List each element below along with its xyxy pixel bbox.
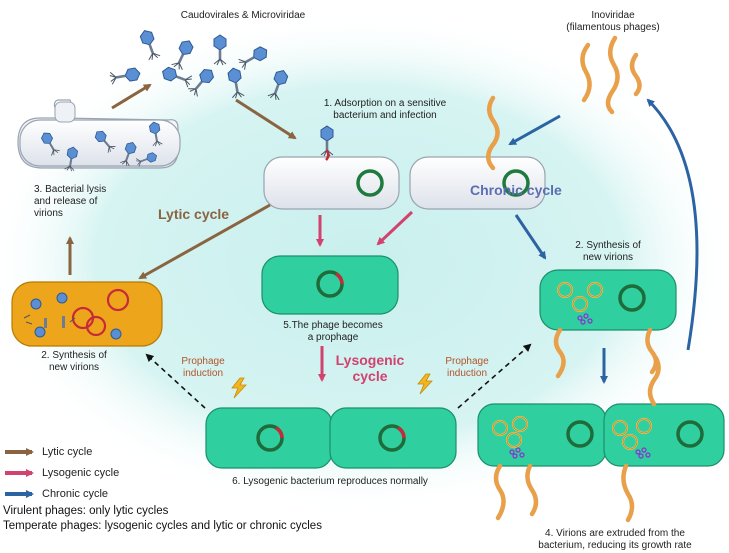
chronic-cycle-label: Chronic cycle bbox=[470, 182, 562, 198]
extruded-label: 4. Virions are extruded from the bacteri… bbox=[510, 528, 720, 552]
arrow-lytic-lysis-to-cluster bbox=[111, 83, 152, 110]
legend bbox=[5, 448, 34, 498]
arrow-chronic-filaments-to-cell bbox=[508, 114, 561, 146]
induction-right-label-line2: induction bbox=[446, 368, 488, 379]
legend-chronic-label: Chronic cycle bbox=[42, 488, 109, 500]
inoviridae-label: Inoviridae (filamentous phages) bbox=[548, 10, 678, 34]
induction-right-label-line1: Prophage bbox=[445, 356, 489, 367]
legend-lysogenic-label: Lysogenic cycle bbox=[42, 467, 120, 479]
induction-left-label-line1: Prophage bbox=[181, 356, 225, 367]
filamentous-phages bbox=[580, 35, 642, 115]
arrow-lysogenic-right bbox=[376, 210, 414, 246]
legend-lytic-label: Lytic cycle bbox=[42, 446, 93, 458]
arrow-lytic-cluster-to-infection bbox=[235, 98, 297, 140]
lysogenic-cycle-label: Lysogenic cycle bbox=[330, 352, 410, 384]
lysis-label-line2: and release of bbox=[34, 196, 98, 207]
lytic-cycle-label: Lytic cycle bbox=[158, 206, 230, 222]
arrow-chronic-extrusion-to-filaments bbox=[646, 98, 699, 351]
infected-bacterium bbox=[263, 125, 400, 210]
arrow-induction-right bbox=[457, 343, 532, 409]
lysing-bacterium bbox=[17, 99, 181, 172]
extruded-label-line2: bacterium, reducing its growth rate bbox=[538, 540, 692, 551]
induction-left-label: Prophage induction bbox=[168, 356, 238, 380]
virulent-note: Virulent phages: only lytic cycles bbox=[3, 505, 169, 517]
dividing-lysogens bbox=[205, 407, 457, 469]
reproduces-label: 6. Lysogenic bacterium reproduces normal… bbox=[232, 476, 428, 487]
arrow-chronic-cell-to-synthesis bbox=[514, 214, 547, 260]
prophage-label-line1: 5.The phage becomes bbox=[283, 320, 383, 331]
prophage-label-line2: a prophage bbox=[307, 332, 359, 343]
adsorption-label: 1. Adsorption on a sensitive bacterium a… bbox=[290, 98, 480, 122]
extruded-label-line1: 4. Virions are extruded from the bbox=[545, 528, 685, 539]
lytic-synthesis-bacterium bbox=[11, 281, 163, 347]
synthesis-left-label-line1: 2. Synthesis of bbox=[41, 350, 107, 361]
caudovirales-label: Caudovirales & Microviridae bbox=[180, 10, 306, 21]
inoviridae-label-line1: Inoviridae bbox=[591, 10, 635, 21]
lysis-label: 3. Bacterial lysis and release of virion… bbox=[34, 184, 106, 220]
lysis-label-line3: virions bbox=[34, 208, 63, 219]
lysis-label-line1: 3. Bacterial lysis bbox=[34, 184, 107, 195]
arrow-lytic-infection-to-synthesis bbox=[138, 203, 271, 280]
adsorption-label-line2: bacterium and infection bbox=[333, 110, 437, 121]
chronic-infected-bacterium bbox=[409, 95, 546, 210]
inoviridae-label-line2: (filamentous phages) bbox=[566, 22, 660, 33]
temperate-note: Temperate phages: lysogenic cycles and l… bbox=[3, 520, 322, 532]
extruding-bacteria bbox=[477, 355, 725, 523]
synthesis-left-label: 2. Synthesis of new virions bbox=[24, 350, 124, 374]
prophage-bacterium bbox=[261, 255, 399, 315]
synthesis-left-label-line2: new virions bbox=[48, 362, 100, 373]
synthesis-right-label-line2: new virions bbox=[582, 252, 634, 263]
chronic-synthesis-bacterium bbox=[539, 269, 677, 379]
adsorption-label-line1: 1. Adsorption on a sensitive bbox=[323, 98, 447, 109]
lysogenic-cycle-label-line2: cycle bbox=[352, 368, 388, 384]
synthesis-right-label: 2. Synthesis of new virions bbox=[558, 240, 658, 264]
lysogenic-cycle-label-line1: Lysogenic bbox=[335, 352, 405, 368]
induction-left-label-line2: induction bbox=[182, 368, 224, 379]
synthesis-right-label-line1: 2. Synthesis of bbox=[575, 240, 641, 251]
prophage-label: 5.The phage becomes a prophage bbox=[268, 320, 398, 344]
arrow-induction-left bbox=[145, 353, 206, 409]
induction-right-label: Prophage induction bbox=[432, 356, 502, 380]
